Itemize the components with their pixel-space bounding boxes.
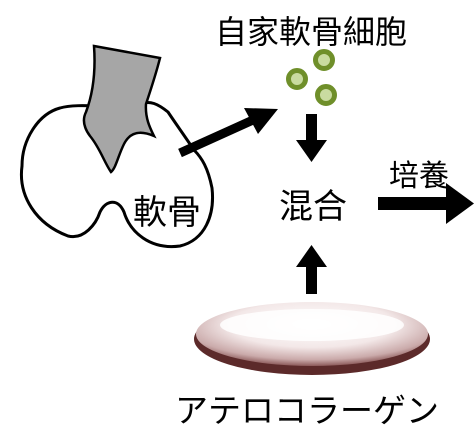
arrow-cells-to-mix — [296, 114, 327, 162]
label-cartilage: 軟骨 — [133, 193, 201, 233]
femur-illustration — [19, 44, 215, 249]
label-mix: 混合 — [279, 187, 347, 227]
arrow-cartilage-to-cells — [178, 108, 278, 158]
label-culture: 培養 — [389, 159, 449, 194]
cell-icon — [315, 84, 337, 106]
arrow-collagen-to-mix — [296, 245, 327, 294]
chondrocytes-cluster — [286, 49, 337, 106]
cell-icon — [313, 49, 335, 71]
cartilage-condyle-shape — [19, 100, 215, 249]
bone-shaft-shape — [82, 44, 162, 174]
cell-icon — [286, 68, 308, 90]
arrow-mix-to-culture — [378, 183, 474, 224]
label-atelocollagen: アテロコラーゲン — [175, 391, 439, 430]
atelocollagen-disc — [194, 302, 430, 375]
label-autologous-chondrocytes: 自家軟骨細胞 — [215, 13, 407, 51]
